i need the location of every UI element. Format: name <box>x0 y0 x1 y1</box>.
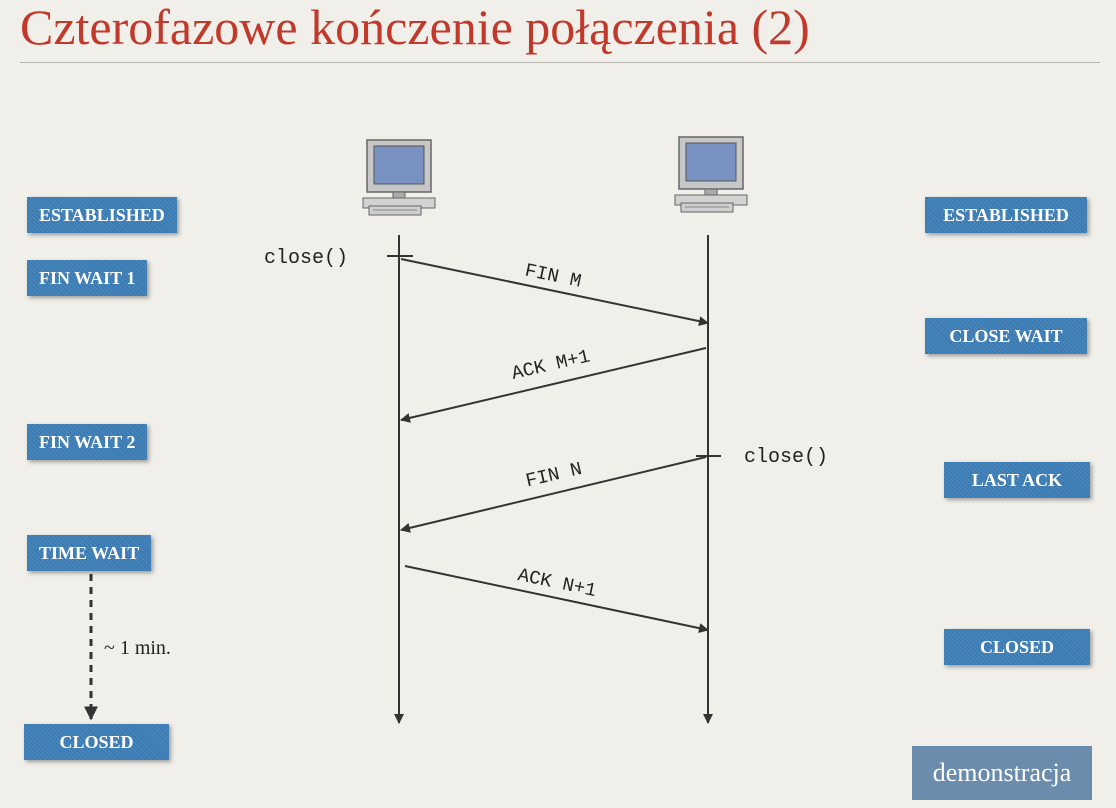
message-label-ack-n1: ACK N+1 <box>516 564 599 602</box>
state-closed-right: CLOSED <box>944 629 1090 665</box>
computer-icon <box>362 139 436 216</box>
state-fin-wait-1: FIN WAIT 1 <box>27 260 148 296</box>
state-fin-wait-2: FIN WAIT 2 <box>27 424 148 460</box>
state-last-ack: LAST ACK <box>944 462 1090 498</box>
close-call-right: close() <box>744 446 829 469</box>
message-arrow-ack-m1 <box>400 347 707 423</box>
message-arrow-ack-n1 <box>404 565 709 634</box>
state-closed-left: CLOSED <box>24 724 169 760</box>
computer-icon <box>674 136 748 213</box>
message-label-fin-n: FIN N <box>524 458 585 492</box>
title-divider <box>20 62 1100 63</box>
state-time-wait: TIME WAIT <box>27 535 152 571</box>
slide-title: Czterofazowe kończenie połączenia (2) <box>20 0 810 55</box>
state-established-left: ESTABLISHED <box>27 197 177 233</box>
state-established-right: ESTABLISHED <box>925 197 1087 233</box>
message-label-fin-m: FIN M <box>523 259 583 292</box>
timeout-label: ~ 1 min. <box>104 637 171 659</box>
message-arrow-fin-m <box>400 258 709 327</box>
message-label-ack-m1: ACK M+1 <box>510 345 593 384</box>
demo-button[interactable]: demonstracja <box>912 746 1092 800</box>
close-call-left: close() <box>264 247 349 270</box>
message-arrow-fin-n <box>400 456 707 533</box>
state-close-wait: CLOSE WAIT <box>925 318 1087 354</box>
